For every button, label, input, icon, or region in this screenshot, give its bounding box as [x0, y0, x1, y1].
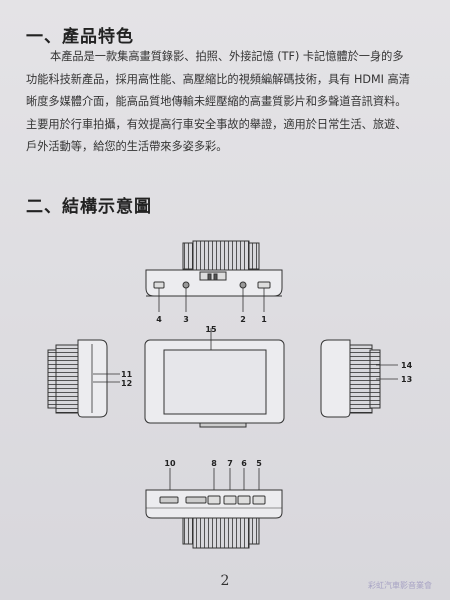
paragraph-line: 主要用於行車拍攝，有效提高行車安全事故的舉證，適用於日常生活、旅遊、: [26, 117, 407, 131]
callout-2: 2: [240, 315, 246, 324]
top-view-leaders: [158, 288, 265, 312]
callout-1: 1: [261, 315, 267, 324]
callout-11: 11: [121, 370, 133, 379]
paragraph-line: 功能科技新產品，採用高性能、高壓縮比的視頻編解碼技術，具有 HDMI 高清: [26, 72, 410, 86]
callout-15: 15: [205, 325, 217, 334]
watermark: 彩虹汽車影音業會: [368, 581, 432, 590]
callout-5: 5: [256, 459, 262, 468]
paragraph-line: 戶外活動等，給您的生活帶來多姿多彩。: [26, 140, 228, 154]
callout-10: 10: [164, 459, 176, 468]
callout-3: 3: [183, 315, 189, 324]
top-view: [145, 240, 283, 297]
callout-4: 4: [156, 315, 162, 324]
bottom-view: [145, 489, 283, 549]
callout-6: 6: [241, 459, 247, 468]
feature-paragraph: 本產品是一款集高畫質錄影、拍照、外接記憶 (TF) 卡記憶體於一身的多 功能科技…: [26, 46, 436, 159]
structure-diagram: 4 3 2 1 11 12 15 14 13: [47, 240, 413, 549]
paragraph-line: 本產品是一款集高畫質錄影、拍照、外接記憶 (TF) 卡記憶體於一身的多: [50, 50, 404, 63]
callout-7: 7: [227, 459, 233, 468]
paragraph-line: 晰度多媒體介面，能高品質地傳輸未經壓縮的高畫質影片和多聲道音訊資料。: [26, 95, 407, 109]
section-1-heading: 一、產品特色: [26, 27, 134, 47]
callout-14: 14: [401, 361, 413, 370]
front-view: [144, 328, 285, 428]
callout-13: 13: [401, 375, 412, 384]
left-side-view: [47, 339, 120, 418]
callout-12: 12: [121, 379, 132, 388]
page-number: 2: [220, 573, 230, 589]
section-2-heading: 二、結構示意圖: [26, 197, 152, 217]
callout-8: 8: [211, 459, 217, 468]
right-side-view: [320, 339, 398, 418]
